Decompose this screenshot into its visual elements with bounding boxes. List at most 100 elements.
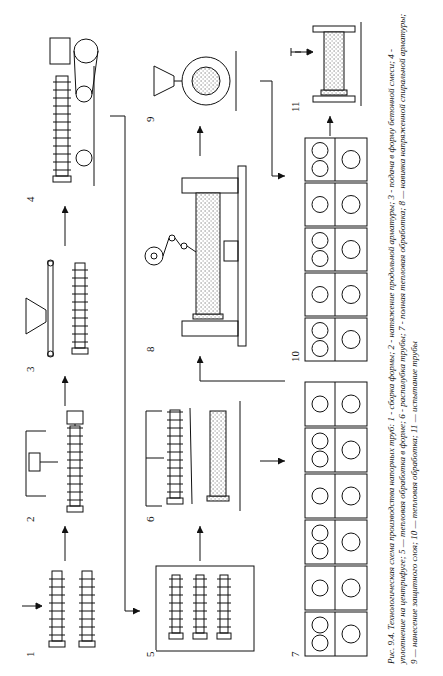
hoist-line <box>40 462 58 463</box>
pipe-end <box>312 488 328 504</box>
form-rib <box>53 122 71 123</box>
pipe-end <box>312 161 328 177</box>
carriage <box>224 241 238 261</box>
form-rib <box>217 627 231 628</box>
form-rib <box>79 635 95 636</box>
form-rib <box>167 420 183 421</box>
centrifuge-roller <box>76 150 92 166</box>
pipe-form <box>172 575 180 633</box>
illustration-group <box>305 138 367 361</box>
stage-illustration <box>20 406 110 526</box>
press-plate <box>313 26 355 32</box>
pipe-end <box>312 197 328 213</box>
pipe-end <box>342 331 360 349</box>
form-rib <box>49 619 65 620</box>
form-bell <box>72 348 88 354</box>
illustration-group <box>50 38 98 186</box>
form-bell <box>217 633 231 639</box>
steam-chamber <box>305 183 367 226</box>
process-stage: 7 <box>285 376 375 661</box>
callout-number: 3 <box>24 366 36 374</box>
pipe-form <box>196 575 204 633</box>
form-rib <box>217 611 231 612</box>
form-rib <box>169 595 183 596</box>
form-rib <box>72 334 88 335</box>
motor <box>50 38 70 64</box>
flow-arrow <box>200 126 201 156</box>
pipe-bell <box>321 90 347 95</box>
form-rib <box>167 428 183 429</box>
process-stage: 5 <box>140 561 260 661</box>
callout-number: 8 <box>144 346 156 354</box>
form-rib <box>79 603 95 604</box>
illustration-group <box>145 166 246 346</box>
process-stage: 2 <box>20 406 110 526</box>
pipe-end <box>342 196 360 214</box>
form-rib <box>53 130 71 131</box>
stage-illustration <box>140 156 260 356</box>
form-rib <box>167 460 183 461</box>
form-rib <box>53 170 71 171</box>
form-rib <box>53 146 71 147</box>
form-rib <box>49 603 65 604</box>
pipe-end <box>312 580 328 596</box>
pipe-form <box>220 575 228 633</box>
flow-arrow <box>65 526 66 561</box>
form-rib <box>53 90 71 91</box>
spool-hub <box>151 253 157 259</box>
form-rib <box>217 587 231 588</box>
feeder-belt <box>48 261 53 356</box>
pipe-end <box>342 441 360 459</box>
concrete-pipe <box>196 193 220 314</box>
hoist-line <box>295 52 308 53</box>
illustration-group <box>26 411 83 512</box>
form-rib <box>72 302 88 303</box>
form-rib <box>72 294 88 295</box>
form-bell <box>67 506 83 512</box>
form-half <box>190 408 192 504</box>
stage-illustration <box>20 26 110 206</box>
belt <box>74 51 76 94</box>
concrete-pipe <box>324 32 344 90</box>
form-rib <box>193 627 207 628</box>
form-rib <box>167 436 183 437</box>
form-rib <box>79 619 95 620</box>
form-rib <box>79 595 95 596</box>
pipe-end <box>342 625 360 643</box>
form-rib <box>49 595 65 596</box>
form-rib <box>169 579 183 580</box>
chamber-shelf <box>335 138 336 181</box>
form-rib <box>53 162 71 163</box>
chamber-shelf <box>335 428 336 472</box>
form-rib <box>49 587 65 588</box>
form-rib <box>167 492 183 493</box>
form-rib <box>217 619 231 620</box>
stage-illustration <box>20 246 110 376</box>
wire-spool <box>145 247 163 265</box>
form-rib <box>193 587 207 588</box>
steam-chamber <box>305 612 367 656</box>
concrete-pipe <box>210 411 226 496</box>
stage-illustration <box>285 136 375 366</box>
chamber-shelf <box>335 474 336 518</box>
stage-illustration <box>140 396 260 526</box>
form-rib <box>49 635 65 636</box>
form-rib <box>53 106 71 107</box>
form-rib <box>53 114 71 115</box>
callout-number: 6 <box>144 516 156 524</box>
illustration-group <box>154 51 236 111</box>
pipe-form <box>170 410 180 498</box>
form-rib <box>167 476 183 477</box>
process-stage: 10 <box>285 136 375 366</box>
steam-chamber <box>305 520 367 564</box>
callout-number: 2 <box>24 516 36 524</box>
process-stage: 4 <box>20 26 110 206</box>
illustration-group <box>22 571 95 647</box>
form-rib <box>167 452 183 453</box>
form-rib <box>169 587 183 588</box>
roller <box>48 260 54 266</box>
illustration-group <box>156 566 254 651</box>
callout-number: 1 <box>24 651 36 659</box>
headstock <box>182 321 238 336</box>
flow-arrow <box>200 526 201 561</box>
